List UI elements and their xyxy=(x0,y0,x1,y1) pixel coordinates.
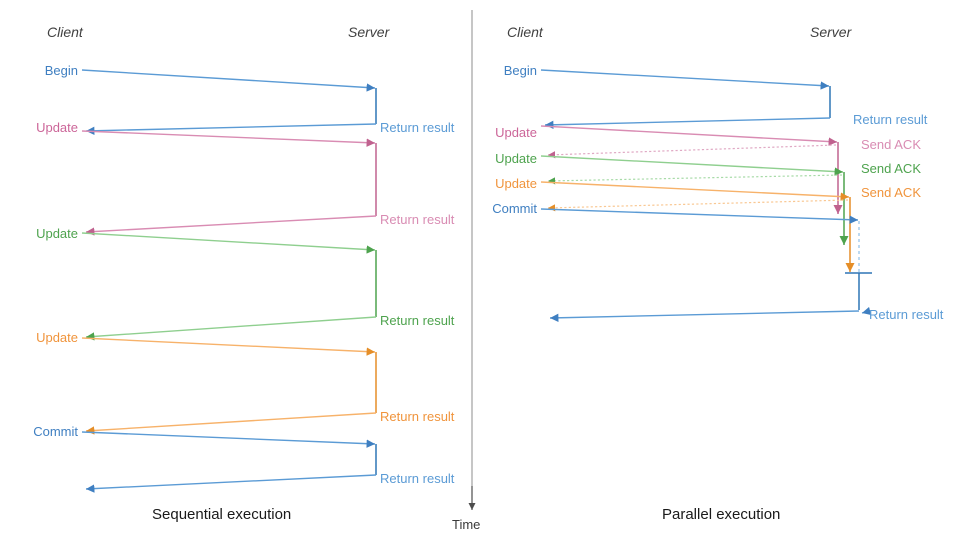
sequential-server-label-return-4: Return result xyxy=(380,409,455,424)
parallel-client-label-update-1: Update xyxy=(495,125,537,140)
parallel-panel-arrows xyxy=(540,69,872,323)
time-axis-label: Time xyxy=(452,517,481,532)
sequential-client-label-update-1: Update xyxy=(36,120,78,135)
parallel-server-label-return-2: Return result xyxy=(869,307,944,322)
parallel-client-label-commit: Commit xyxy=(492,201,537,216)
sequential-server-label-return-2: Return result xyxy=(380,212,455,227)
parallel-client-label-update-3: Update xyxy=(495,176,537,191)
sequential-client-label-update-2: Update xyxy=(36,226,78,241)
sequential-server-label-return-3: Return result xyxy=(380,313,455,328)
parallel-server-label-ack-2: Send ACK xyxy=(861,161,921,176)
sequential-client-actor-label: Client xyxy=(47,24,83,40)
sequential-client-label-update-3: Update xyxy=(36,330,78,345)
sequential-server-label-return-1: Return result xyxy=(380,120,455,135)
parallel-server-label-ack-1: Send ACK xyxy=(861,137,921,152)
sequential-server-label-return-5: Return result xyxy=(380,471,455,486)
sequential-server-actor-label: Server xyxy=(348,24,390,40)
sequential-client-label-begin: Begin xyxy=(44,63,78,78)
parallel-server-label-return-1: Return result xyxy=(853,112,928,127)
sequential-client-label-commit: Commit xyxy=(33,424,78,439)
parallel-client-label-begin: Begin xyxy=(503,63,537,78)
parallel-client-label-update-2: Update xyxy=(495,151,537,166)
parallel-server-label-ack-3: Send ACK xyxy=(861,185,921,200)
sequential-panel-caption: Sequential execution xyxy=(152,506,292,523)
parallel-panel-caption: Parallel execution xyxy=(662,506,781,523)
parallel-client-actor-label: Client xyxy=(507,24,543,40)
sequential-panel-arrows xyxy=(81,69,377,493)
parallel-server-actor-label: Server xyxy=(810,24,852,40)
